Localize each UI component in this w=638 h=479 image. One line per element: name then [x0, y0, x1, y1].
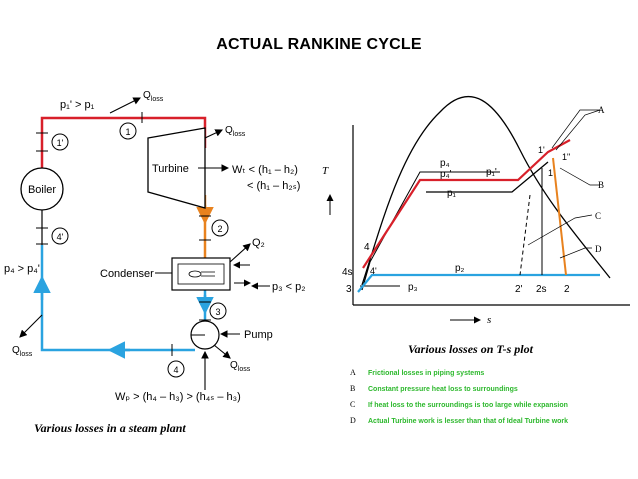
- q2-label: Q₂: [252, 237, 265, 249]
- svg-text:4: 4: [173, 365, 178, 375]
- orange-expansion: [552, 157, 567, 276]
- state-4: 4: [167, 344, 185, 378]
- state-1-prime: 1': [36, 132, 69, 152]
- ts-label-1: 1: [548, 168, 553, 178]
- ts-label-1p: 1': [538, 145, 545, 155]
- ts-label-3: 3: [346, 284, 352, 295]
- isobar-p1: [426, 161, 549, 193]
- ts-label-p3: p₃: [408, 282, 418, 293]
- p1-relation: p₁' > p₁: [60, 99, 95, 111]
- ts-label-p4: p₄: [440, 158, 450, 169]
- ts-label-2s: 2s: [536, 284, 547, 295]
- callout-a: A: [598, 105, 605, 115]
- callout-b: B: [598, 180, 604, 190]
- top-q-loss: Qloss: [143, 90, 164, 103]
- condenser-label: Condenser: [100, 268, 154, 280]
- pump-work: Wₚ > (h₄ – h₃) > (h₄ₛ – h₃): [115, 391, 241, 403]
- boiler: [20, 167, 64, 211]
- boiler-label: Boiler: [28, 184, 56, 196]
- legend: A Frictional losses in piping systems B …: [350, 368, 568, 425]
- ts-caption: Various losses on T-s plot: [408, 342, 534, 356]
- callout-d: D: [595, 244, 602, 254]
- ts-axis-s-label: s: [487, 314, 491, 326]
- p4-relation: p₄ > p₄': [4, 263, 40, 275]
- left-q-loss: Qloss: [12, 345, 33, 358]
- legend-key-d: D: [350, 416, 356, 425]
- turbine-work-line1: Wₜ < (h₁ – h₂): [232, 164, 298, 176]
- turbine-work-line2: < (h₁ – h₂ₛ): [247, 180, 300, 192]
- p3-relation: p₃ < p₂: [272, 281, 306, 293]
- dashed-2-prime: [519, 194, 531, 276]
- blue-condensation: [357, 273, 600, 293]
- legend-key-a: A: [350, 368, 356, 377]
- ts-plot: T s A B C D p₄ p₄' p₁' p₁ p: [322, 95, 630, 356]
- state-3: 3: [199, 301, 227, 321]
- legend-text-a: Frictional losses in piping systems: [368, 370, 484, 377]
- ts-label-4: 4: [364, 242, 370, 253]
- page-title: ACTUAL RANKINE CYCLE: [216, 36, 422, 53]
- legend-key-b: B: [350, 384, 355, 393]
- svg-text:4': 4': [57, 232, 64, 242]
- ts-label-4p: 4': [370, 266, 377, 276]
- svg-text:1: 1: [125, 127, 130, 137]
- red-heat-addition: [362, 139, 571, 269]
- legend-text-b: Constant pressure heat loss to surroundi…: [368, 386, 518, 393]
- svg-text:1': 1': [57, 138, 64, 148]
- ts-label-1pp: 1": [562, 152, 570, 162]
- turbine-label: Turbine: [152, 163, 189, 175]
- legend-key-c: C: [350, 400, 355, 409]
- ts-label-4s: 4s: [342, 267, 353, 278]
- pump-label: Pump: [244, 329, 273, 341]
- ts-axis-t-label: T: [322, 165, 329, 177]
- ts-label-2: 2: [564, 284, 570, 295]
- ts-label-p4p: p₄': [440, 169, 452, 180]
- state-2: 2: [199, 215, 229, 241]
- turbine-q-loss: Qloss: [225, 125, 246, 138]
- state-4-prime: 4': [36, 227, 69, 245]
- isobar-p4: [369, 171, 500, 263]
- ts-label-p1: p₁: [447, 188, 457, 199]
- pump-q-loss: Qloss: [230, 360, 251, 373]
- callout-c: C: [595, 211, 601, 221]
- legend-text-d: Actual Turbine work is lesser than that …: [368, 418, 568, 425]
- ts-label-p2: p₂: [455, 263, 465, 274]
- plant-caption: Various losses in a steam plant: [34, 421, 186, 435]
- svg-text:2: 2: [217, 224, 222, 234]
- ts-label-2p: 2': [515, 284, 523, 295]
- ts-label-p1p: p₁': [486, 167, 497, 178]
- legend-text-c: If heat loss to the surroundings is too …: [368, 402, 568, 409]
- state-1: 1: [119, 112, 143, 140]
- steam-plant-diagram: Boiler Turbine Wₜ < (h₁ – h₂) < (h₁ – h₂…: [4, 90, 306, 435]
- svg-text:3: 3: [215, 307, 220, 317]
- saturation-dome: [361, 95, 611, 286]
